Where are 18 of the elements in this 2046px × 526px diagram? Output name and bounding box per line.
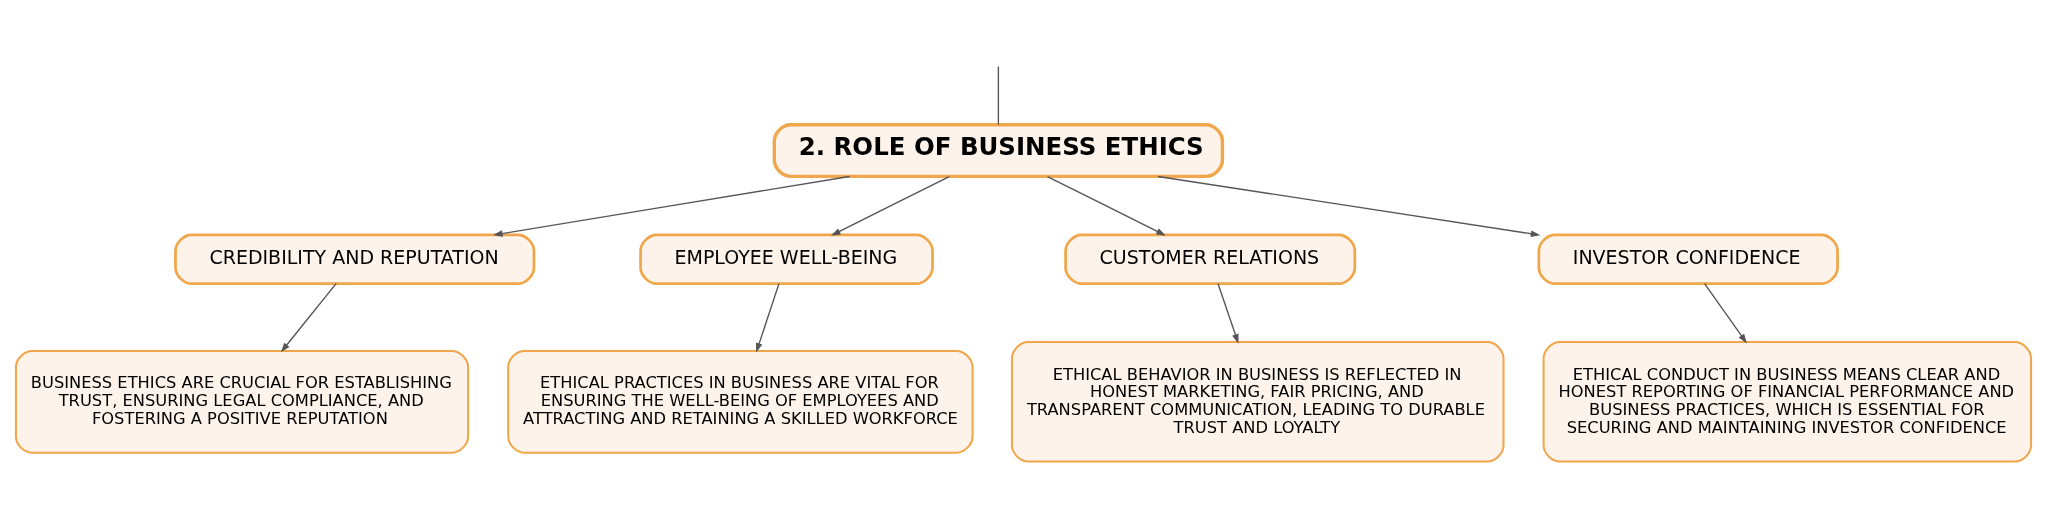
node-box: BUSINESS ETHICS ARE CRUCIAL FOR ESTABLISHING TRUST, ENSURING LEGAL COMPLIANCE, AND FOSTERING A POSITIVE REPUTATION <box>14 349 469 454</box>
arrow <box>280 282 337 352</box>
arrow <box>1156 175 1540 237</box>
node-box: INVESTOR CONFIDENCE <box>1537 232 1839 285</box>
node-box: ETHICAL PRACTICES IN BUSINESS ARE VITAL FOR ENSURING THE WELL-BEING OF EMPLOYEES AND ATTRACTING AND RETAINING A SKILLED WORKFORCE <box>506 349 974 454</box>
node-box: CUSTOMER RELATIONS <box>1063 232 1356 285</box>
arrow <box>1046 175 1166 236</box>
arrow <box>1703 282 1747 343</box>
node-box: CREDIBILITY AND REPUTATION <box>173 232 535 285</box>
arrow <box>830 175 950 236</box>
node-box: EMPLOYEE WELL-BEING <box>638 232 934 285</box>
arrow <box>492 175 850 237</box>
arrow <box>755 282 780 353</box>
node-box: 2. ROLE OF BUSINESS ETHICS <box>772 122 1224 178</box>
node-box: ETHICAL CONDUCT IN BUSINESS MEANS CLEAR AND HONEST REPORTING OF FINANCIAL PERFORMANCE AND BUSINESS PRACTICES, WHICH IS ESSENTIAL FOR SECURING AND MAINTAINING INVESTOR CONFIDENCE <box>1542 340 2032 463</box>
arrow <box>1216 282 1239 344</box>
connector <box>997 65 999 125</box>
node-box: ETHICAL BEHAVIOR IN BUSINESS IS REFLECTED IN HONEST MARKETING, FAIR PRICING, AND TRANSPARENT COMMUNICATION, LEADING TO DURABLE TRUST AND LOYALTY <box>1010 340 1505 463</box>
